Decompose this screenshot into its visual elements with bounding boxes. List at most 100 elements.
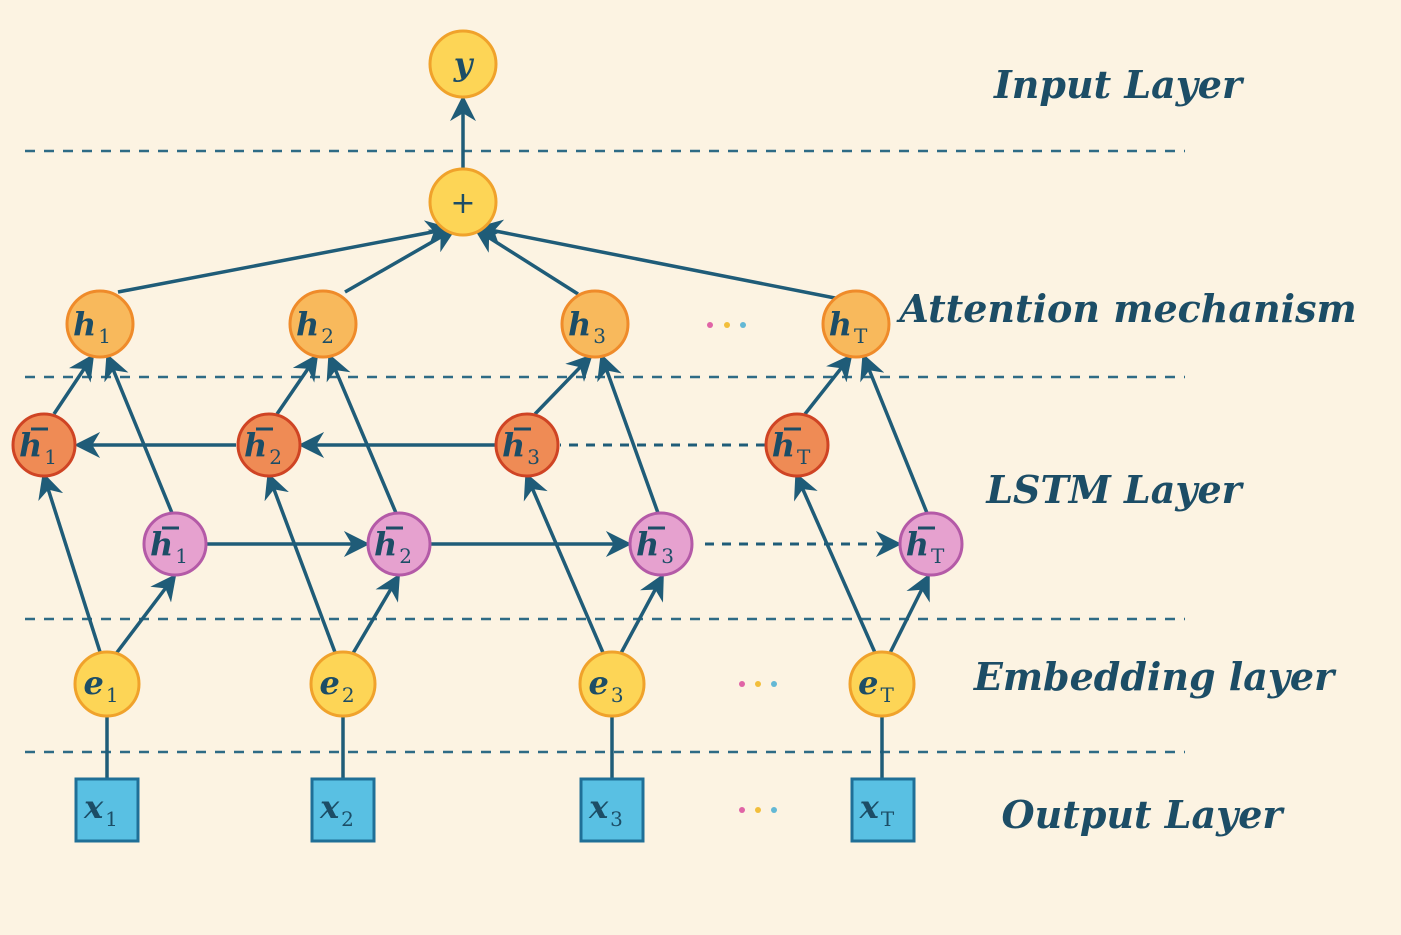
node-circle xyxy=(65,289,135,359)
plus-sign: + xyxy=(450,186,475,221)
ellipsis-dot xyxy=(739,807,745,813)
sum-node: + xyxy=(428,167,498,237)
node-circle xyxy=(628,511,694,577)
node-label: y xyxy=(453,45,475,83)
edge-fh3-h3 xyxy=(597,353,660,514)
node-circle xyxy=(309,650,377,718)
ellipsis-hidden xyxy=(707,322,746,328)
edge-bh2-h2 xyxy=(275,353,319,415)
node-circle xyxy=(142,511,208,577)
node-circle xyxy=(578,650,646,718)
label-embedding-layer: Embedding layer xyxy=(973,654,1337,699)
edge-e1-bh1 xyxy=(38,472,103,656)
node-box xyxy=(579,777,645,843)
edge-e3-fh3 xyxy=(618,573,664,656)
ellipsis-dot xyxy=(739,681,745,687)
output-node-y: y xyxy=(428,29,498,99)
label-lstm-layer: LSTM Layer xyxy=(985,467,1244,512)
edge-e3-bh3 xyxy=(523,472,606,656)
node-circle xyxy=(11,412,77,478)
ellipsis-dot xyxy=(771,681,777,687)
ellipsis-dot xyxy=(771,807,777,813)
ellipsis-dots xyxy=(707,322,777,813)
node-box xyxy=(74,777,140,843)
ellipsis-dot xyxy=(707,322,713,328)
ellipsis-embedding xyxy=(739,681,777,687)
node-circle xyxy=(494,412,560,478)
node-circle xyxy=(236,412,302,478)
node-circle xyxy=(764,412,830,478)
node-circle xyxy=(428,29,498,99)
edge-fh2-h2 xyxy=(326,353,398,514)
ellipsis-input xyxy=(739,807,777,813)
label-input-layer: Input Layer xyxy=(993,62,1245,107)
ellipsis-dot xyxy=(740,322,746,328)
edge-fhT-hT xyxy=(860,353,929,514)
node-circle xyxy=(366,511,432,577)
edge-eT-bhT xyxy=(794,472,878,656)
ellipsis-dot xyxy=(755,807,761,813)
layer-labels: Input Layer Attention mechanism LSTM Lay… xyxy=(896,62,1356,837)
node-circle xyxy=(73,650,141,718)
edge-bh3-h3 xyxy=(533,354,593,416)
edge-eT-fhT xyxy=(887,573,930,656)
edge-bh1-h1 xyxy=(52,353,95,415)
edge-e1-fh1 xyxy=(113,573,177,657)
node-circle xyxy=(898,511,964,577)
edge-h3-sum xyxy=(473,227,579,296)
node-circle xyxy=(848,650,916,718)
node-circle xyxy=(560,289,630,359)
edge-e2-fh2 xyxy=(350,573,400,656)
edge-e2-bh2 xyxy=(264,472,338,656)
ellipsis-dot xyxy=(724,322,730,328)
edge-h2-sum xyxy=(344,228,457,294)
edge-bhT-hT xyxy=(803,353,853,416)
edge-h1-sum xyxy=(117,220,452,294)
node-box xyxy=(850,777,916,843)
edges xyxy=(38,95,930,779)
ellipsis-dot xyxy=(755,681,761,687)
node-circle xyxy=(821,289,891,359)
label-output-layer: Output Layer xyxy=(1002,792,1286,837)
edge-fh1-h1 xyxy=(104,353,174,514)
node-circle xyxy=(428,167,498,237)
label-attention-mechanism: Attention mechanism xyxy=(896,286,1356,331)
node-box xyxy=(310,777,376,843)
